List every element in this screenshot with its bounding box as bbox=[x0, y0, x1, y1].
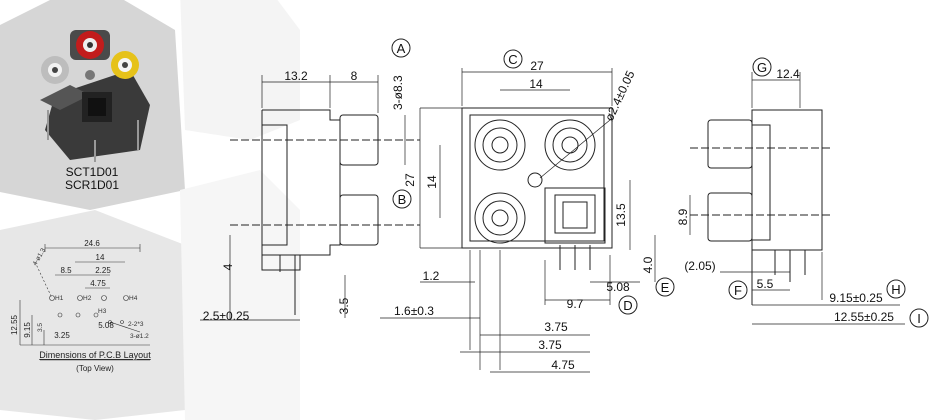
marker-g: G bbox=[752, 57, 772, 77]
right-dim-12-4: 12.4 bbox=[776, 67, 800, 81]
svg-text:H: H bbox=[891, 282, 900, 297]
right-dim-8-9: 8.9 bbox=[676, 208, 690, 225]
marker-i: I bbox=[909, 308, 929, 328]
marker-d: D bbox=[618, 295, 638, 315]
front-dim-1-6: 1.6±0.3 bbox=[394, 304, 434, 318]
side-dim-4: 4 bbox=[221, 263, 235, 270]
svg-text:D: D bbox=[623, 298, 632, 313]
svg-text:I: I bbox=[917, 311, 921, 326]
front-dim-5-08: 5.08 bbox=[606, 280, 630, 294]
marker-f: F bbox=[728, 280, 748, 300]
side-view-labels: 13.2 8 3-ø8.3 4 2.5±0.25 3.5 bbox=[203, 69, 405, 323]
right-view-labels: 12.4 8.9 (2.05) 5.5 9.15±0.25 12.55±0.25 bbox=[676, 67, 894, 324]
pcb-layout-title: Dimensions of P.C.B Layout bbox=[39, 350, 151, 360]
front-dim-14-width: 14 bbox=[529, 77, 543, 91]
marker-a: A bbox=[391, 38, 411, 58]
side-dim-13-2: 13.2 bbox=[284, 69, 308, 83]
reference-markers: A B C D E F G bbox=[391, 38, 929, 328]
marker-c: C bbox=[503, 49, 523, 69]
side-dim-3-5: 3.5 bbox=[337, 297, 351, 314]
right-dim-2-05: (2.05) bbox=[684, 259, 715, 273]
front-dim-1-2: 1.2 bbox=[423, 269, 440, 283]
marker-h: H bbox=[886, 279, 906, 299]
svg-text:B: B bbox=[398, 192, 407, 207]
pcb-dim-9-15: 9.15 bbox=[23, 322, 32, 338]
front-dim-9-7: 9.7 bbox=[567, 297, 584, 311]
front-dim-4-75: 4.75 bbox=[551, 358, 575, 372]
product-photo: SCT1D01 SCR1D01 bbox=[40, 30, 150, 192]
svg-text:G: G bbox=[757, 60, 767, 75]
pcb-pin-h3: H3 bbox=[98, 308, 107, 315]
pcb-dim-5-08: 5.08 bbox=[98, 321, 114, 330]
pcb-dim-12-55: 12.55 bbox=[10, 314, 19, 335]
side-dim-8: 8 bbox=[351, 69, 358, 83]
front-dim-27-width: 27 bbox=[530, 59, 544, 73]
svg-text:C: C bbox=[508, 52, 517, 67]
pcb-dim-14: 14 bbox=[96, 253, 105, 262]
right-dim-9-15: 9.15±0.25 bbox=[829, 291, 883, 305]
pcb-dim-4-hole: 4-ø1.3 bbox=[32, 247, 48, 267]
right-dim-5-5: 5.5 bbox=[757, 277, 774, 291]
front-dim-pin-dia: ø2.4±0.05 bbox=[602, 68, 638, 123]
side-dim-2-5: 2.5±0.25 bbox=[203, 309, 250, 323]
pcb-layout-subtitle: (Top View) bbox=[76, 364, 114, 373]
front-dim-4-0: 4.0 bbox=[641, 256, 655, 273]
right-view bbox=[689, 72, 905, 325]
right-dim-12-55: 12.55±0.25 bbox=[834, 310, 894, 324]
pcb-dim-3-hole: 3-ø1.2 bbox=[130, 333, 149, 340]
svg-text:F: F bbox=[734, 283, 742, 298]
front-dim-3-75-b: 3.75 bbox=[538, 338, 562, 352]
model-name-1: SCT1D01 bbox=[66, 165, 119, 179]
front-view bbox=[380, 68, 656, 373]
front-dim-14-height: 14 bbox=[425, 175, 439, 189]
pcb-dim-3-25: 3.25 bbox=[54, 331, 70, 340]
pcb-dim-2-25: 2.25 bbox=[95, 266, 111, 275]
pcb-pin-h1: H1 bbox=[55, 295, 64, 302]
pcb-layout bbox=[19, 244, 150, 361]
pcb-dim-4-75: 4.75 bbox=[90, 279, 106, 288]
pcb-layout-labels: 24.6 14 8.5 2.25 4.75 12.55 9.15 3.25 5.… bbox=[10, 239, 151, 373]
side-view bbox=[200, 75, 420, 321]
svg-text:E: E bbox=[661, 280, 670, 295]
pcb-dim-8-5: 8.5 bbox=[60, 266, 72, 275]
pcb-dim-3-5: 3.5 bbox=[37, 323, 44, 332]
marker-b: B bbox=[392, 189, 412, 209]
pcb-pin-h2: H2 bbox=[83, 295, 92, 302]
marker-e: E bbox=[655, 277, 675, 297]
side-dim-3-dia: 3-ø8.3 bbox=[391, 75, 405, 110]
pcb-dim-24-6: 24.6 bbox=[84, 239, 100, 248]
svg-text:A: A bbox=[397, 41, 406, 56]
front-view-labels: 27 14 ø2.4±0.05 27 14 13.5 1.2 1.6±0.3 9… bbox=[394, 59, 655, 372]
model-name-2: SCR1D01 bbox=[65, 178, 119, 192]
pcb-pin-h4: H4 bbox=[129, 295, 138, 302]
pcb-dim-2-2x3: 2-2*3 bbox=[128, 321, 144, 328]
front-dim-3-75-a: 3.75 bbox=[544, 320, 568, 334]
front-dim-27-height: 27 bbox=[403, 173, 417, 187]
front-dim-13-5: 13.5 bbox=[614, 203, 628, 227]
